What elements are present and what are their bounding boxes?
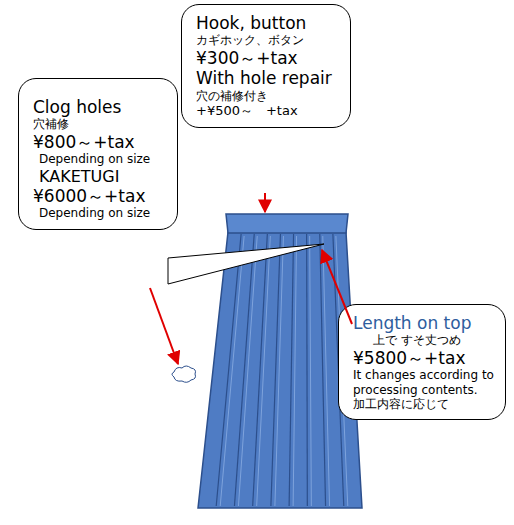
- callout-box: Hook, buttonカギホック、ボタン¥300～+taxWith hole …: [181, 4, 351, 128]
- callout-heading: Hook, button: [196, 13, 340, 33]
- skirt-pleats: [216, 234, 348, 506]
- callout-text: ¥5800～+tax: [353, 348, 495, 368]
- callout-text: ¥6000～+tax: [33, 186, 167, 206]
- callout-text: 加工内容に応じて: [353, 397, 495, 411]
- hole: [172, 366, 196, 382]
- callout-text: +¥500～ +tax: [196, 103, 340, 119]
- pleat-highlight: [293, 236, 296, 506]
- callout-text: It changes according to processing conte…: [353, 368, 495, 397]
- callout-box: Length on top上で すそ丈つめ¥5800～+taxIt change…: [338, 304, 506, 420]
- callout-text: Depending on size: [39, 206, 167, 220]
- callout-text: ¥300～+tax: [196, 48, 340, 68]
- callout-text: ¥800～+tax: [33, 132, 167, 152]
- pleat-highlight: [220, 236, 244, 506]
- callout-tail: [168, 244, 324, 284]
- waistband: [226, 214, 348, 233]
- callout-heading: Length on top: [353, 313, 495, 333]
- callout-text: Depending on size: [39, 152, 167, 166]
- callout-text: 穴補修: [33, 117, 167, 131]
- pleat-highlight: [310, 236, 312, 506]
- leader-arrow: [150, 288, 178, 364]
- pleat-highlight: [257, 236, 271, 506]
- pleat-line: [306, 234, 308, 506]
- pleat-line: [234, 234, 254, 506]
- pleat-highlight: [323, 236, 330, 506]
- pleat-line: [289, 234, 293, 506]
- callout-text: KAKETUGI: [39, 167, 167, 186]
- leader-arrow: [264, 193, 266, 212]
- pleat-line: [253, 234, 268, 506]
- callout-heading: Clog holes: [33, 97, 167, 117]
- callout-box: Clog holes穴補修¥800～+taxDepending on sizeK…: [18, 78, 178, 230]
- callout-text: 上で すそ丈つめ: [373, 333, 495, 347]
- pleat-highlight: [275, 236, 284, 506]
- callout-text: 穴の補修付き: [196, 89, 340, 103]
- callout-text: カギホック、ボタン: [196, 33, 340, 47]
- callout-text: With hole repair: [196, 68, 340, 88]
- pleat-line: [320, 234, 326, 506]
